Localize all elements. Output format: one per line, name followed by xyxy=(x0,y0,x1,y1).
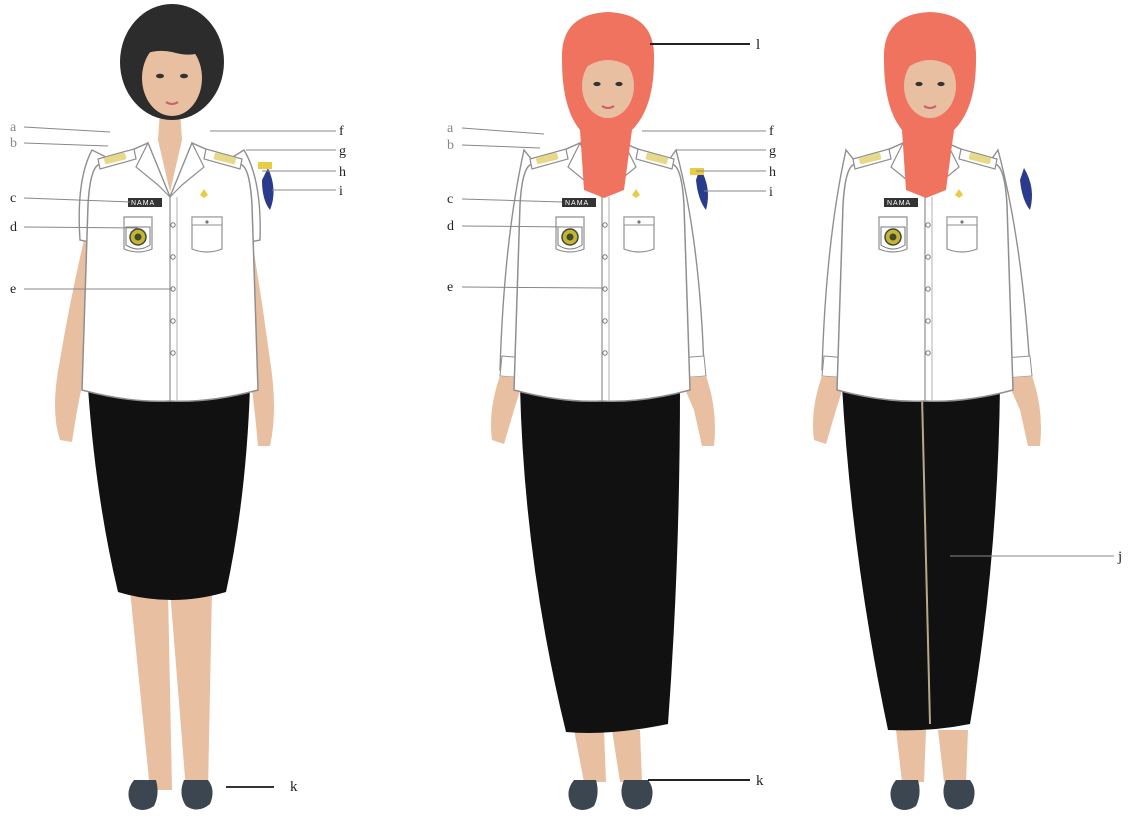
name-tag-text-2: NAMA xyxy=(565,200,589,207)
figure-1: NAMA xyxy=(55,4,274,810)
figure-2: NAMA xyxy=(491,12,715,810)
label-l: l xyxy=(756,37,760,53)
label-k: k xyxy=(290,779,298,795)
label-h: h xyxy=(339,165,346,180)
sleeve-patch xyxy=(262,168,274,210)
label-d: d xyxy=(10,220,17,235)
label-g: g xyxy=(339,144,346,159)
label-d-2: d xyxy=(447,219,454,234)
label-k-2: k xyxy=(756,773,764,789)
trousers xyxy=(842,386,1000,730)
label-i-2: i xyxy=(769,185,773,200)
name-tag-text: NAMA xyxy=(131,200,155,207)
label-e: e xyxy=(10,282,16,297)
label-e-2: e xyxy=(447,280,453,295)
label-i: i xyxy=(339,184,343,199)
label-f-2: f xyxy=(769,124,774,139)
long-skirt xyxy=(520,386,680,733)
label-j: j xyxy=(1117,549,1122,565)
skirt xyxy=(88,388,250,600)
figure-3: NAMA xyxy=(813,12,1041,810)
label-c: c xyxy=(10,191,16,206)
label-g-2: g xyxy=(769,144,776,159)
label-b-2: b xyxy=(447,138,454,153)
label-a-2: a xyxy=(447,121,454,136)
label-b: b xyxy=(10,136,17,151)
label-c-2: c xyxy=(447,192,453,207)
name-tag-text-3: NAMA xyxy=(887,200,911,207)
label-h-2: h xyxy=(769,165,776,180)
label-f: f xyxy=(339,124,344,139)
label-a: a xyxy=(10,120,17,135)
